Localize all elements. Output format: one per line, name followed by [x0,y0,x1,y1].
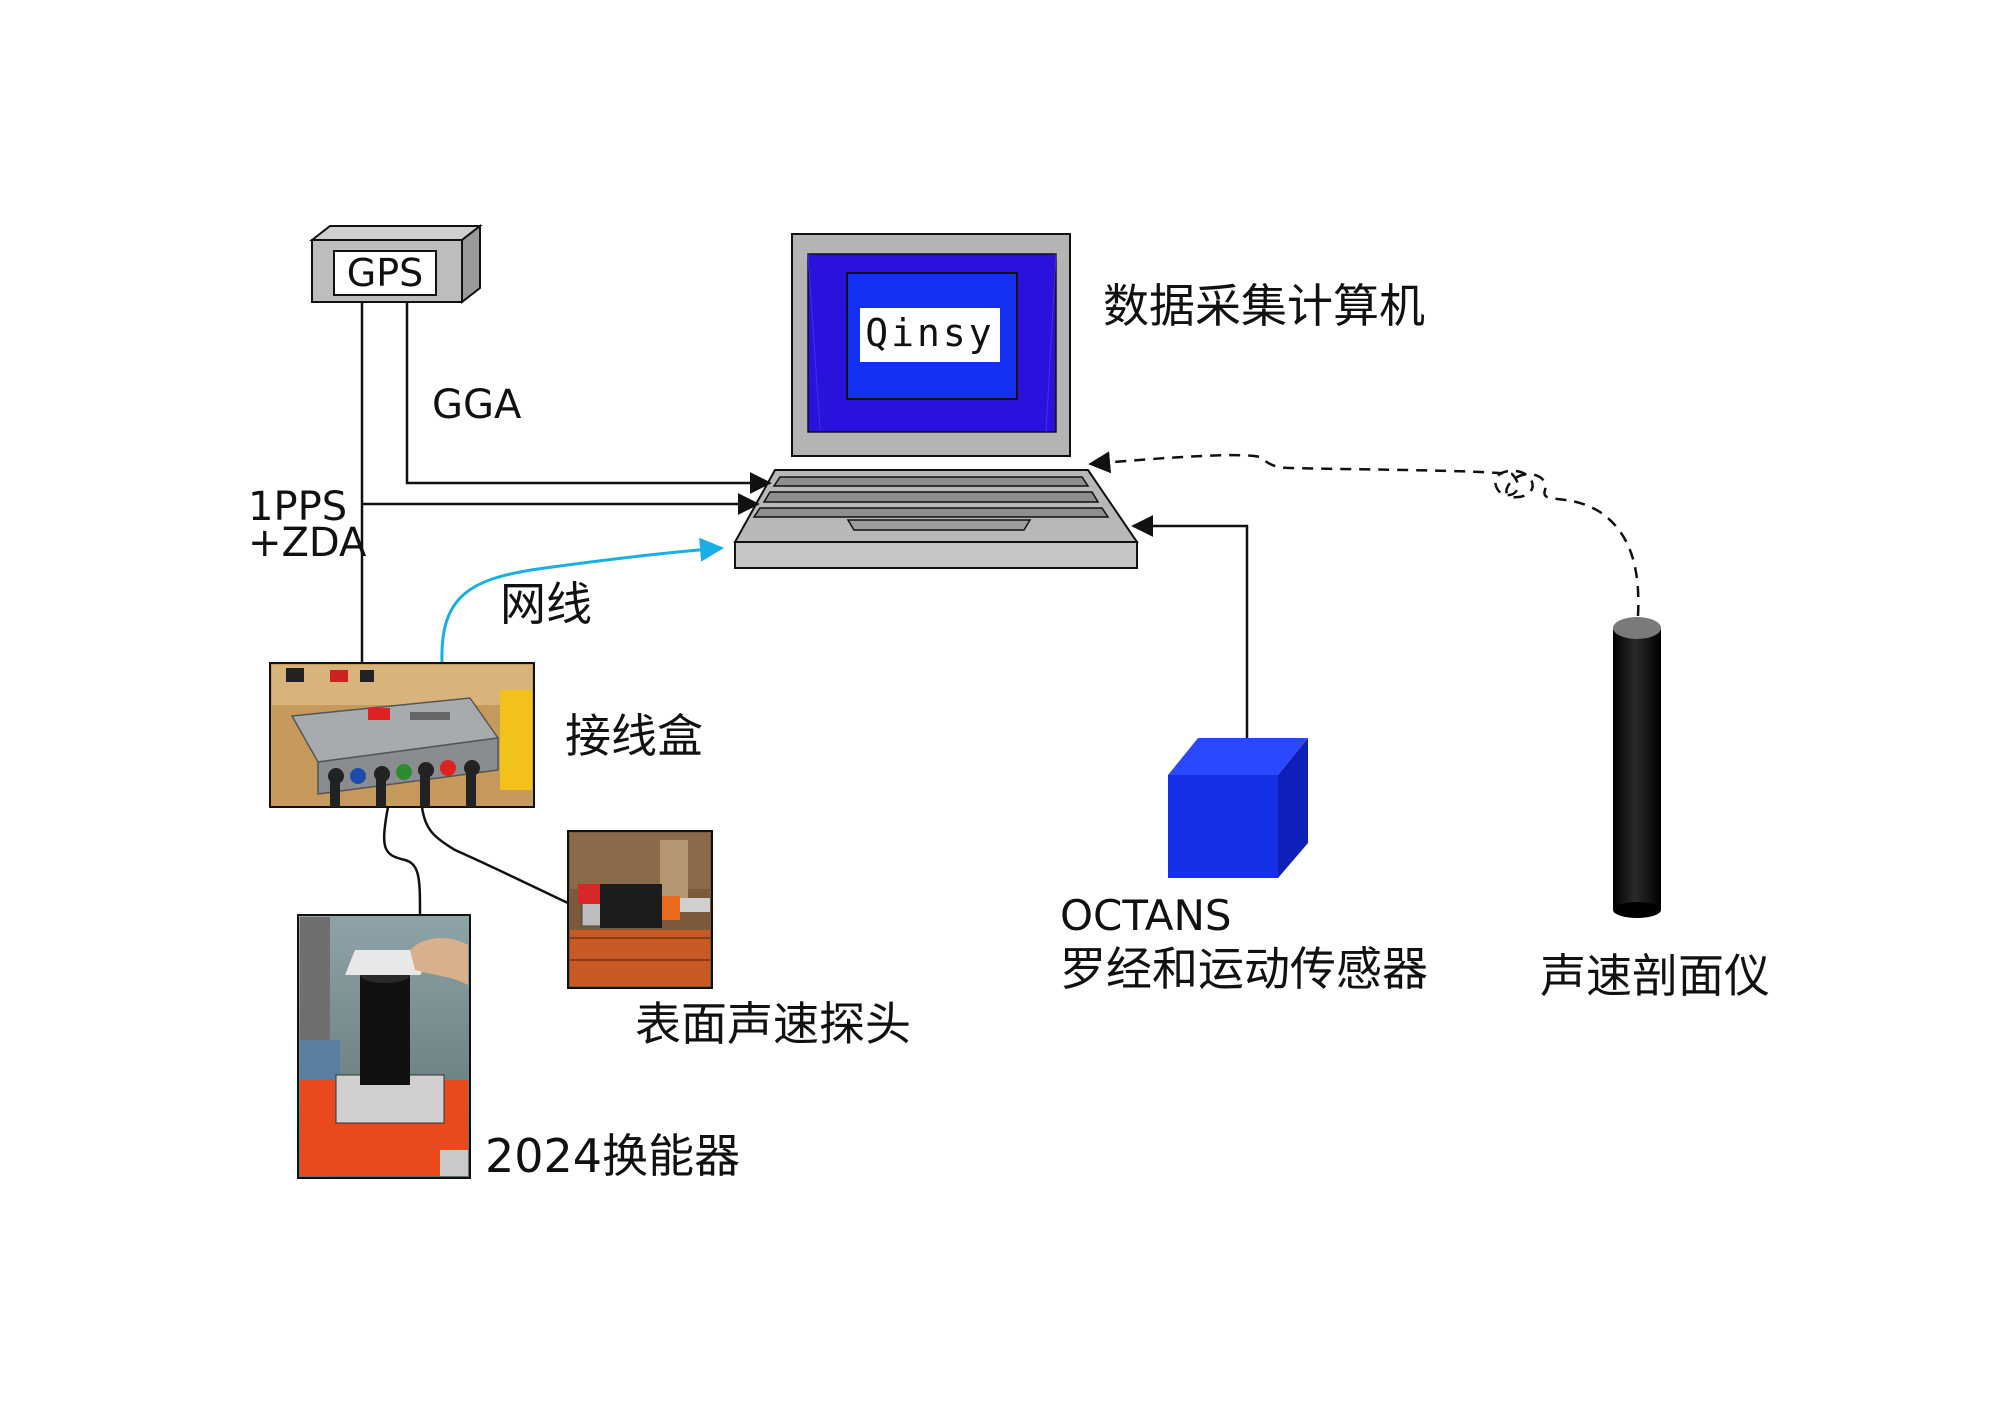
junction-box-label: 接线盒 [565,709,703,763]
pps-label-line1: 1PPS [248,484,347,530]
network-cable [440,537,724,664]
app-title-box [860,308,1000,362]
probe-cable [420,806,569,905]
svp-label: 声速剖面仪 [1540,949,1770,1003]
svp-dashed-cable [1088,451,1640,617]
gps-label: GPS [347,251,423,295]
octans-cube [1168,738,1308,878]
network-cable-label: 网线 [500,577,592,631]
gps-unit: GPS [309,223,483,305]
transducer-label: 2024换能器 [485,1129,740,1183]
gga-line [405,302,772,494]
octans-label-line1: OCTANS [1060,891,1232,940]
pps-label-line2: +ZDA [248,520,367,566]
surface-probe-photo [567,830,713,989]
screen-app-label: Qinsy [865,311,994,355]
octans-line [1131,515,1249,738]
transducer-cable [382,806,422,916]
laptop: Qinsy 数据采集计算机 [733,233,1425,569]
surface-probe-label: 表面声速探头 [635,997,911,1051]
laptop-base [734,541,1138,569]
junction-box-photo [269,662,535,808]
octans-label-line2: 罗经和运动传感器 [1060,942,1428,996]
gga-label: GGA [432,382,522,428]
transducer-photo [297,914,471,1179]
svp-instrument [1613,617,1661,918]
computer-label: 数据采集计算机 [1103,279,1425,333]
